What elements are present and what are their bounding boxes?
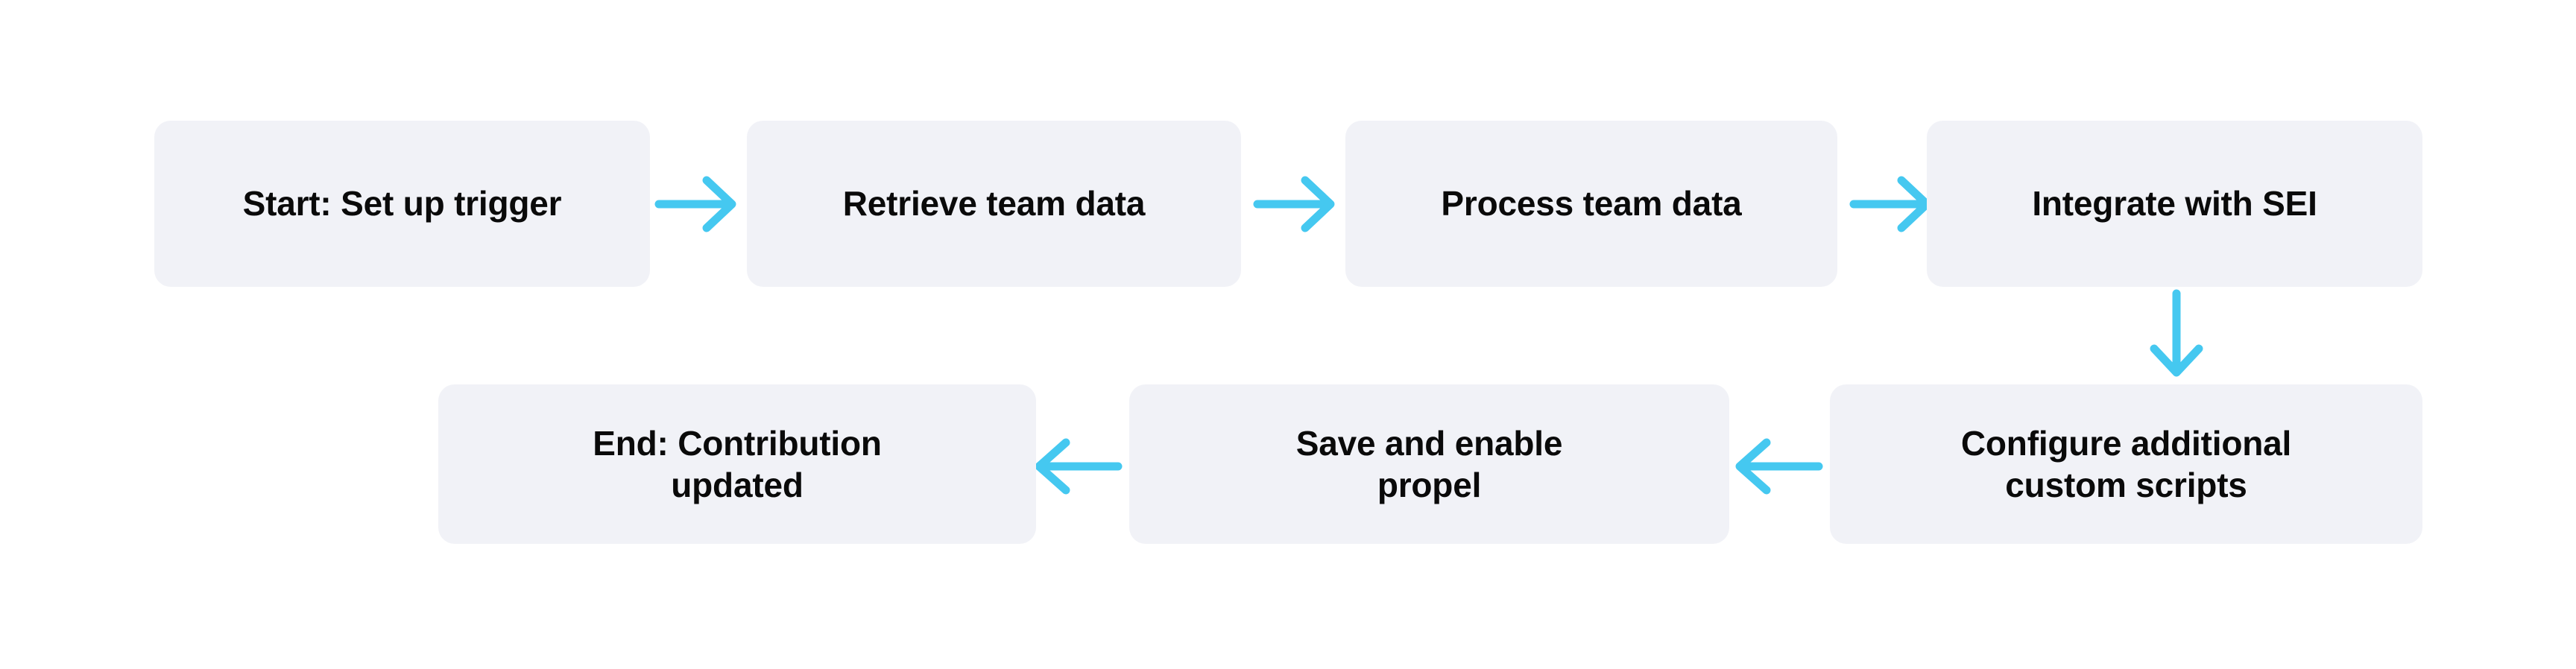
arrow-left-save-to-end-icon (1033, 432, 1123, 501)
flow-node-process-team-data[interactable]: Process team data (1345, 121, 1837, 287)
arrow-right-process-to-integrate-icon (1849, 170, 1934, 238)
flow-node-retrieve-team-data[interactable]: Retrieve team data (747, 121, 1241, 287)
flow-node-start-label: Start: Set up trigger (242, 184, 562, 223)
flow-node-integrate-with-sei[interactable]: Integrate with SEI (1927, 121, 2422, 287)
flow-node-retrieve-team-data-label: Retrieve team data (842, 184, 1146, 223)
flow-node-start[interactable]: Start: Set up trigger (154, 121, 650, 287)
arrow-right-retrieve-to-process-icon (1253, 170, 1338, 238)
flow-node-save-and-enable-propel-label: Save and enable propel (1295, 423, 1563, 504)
arrow-right-start-to-retrieve-icon (654, 170, 739, 238)
arrow-left-configure-to-save-icon (1734, 432, 1823, 501)
flow-node-end-contribution-updated[interactable]: End: Contribution updated (438, 384, 1036, 544)
flow-node-save-and-enable-propel[interactable]: Save and enable propel (1129, 384, 1729, 544)
flow-node-integrate-with-sei-label: Integrate with SEI (2032, 184, 2317, 223)
flow-node-configure-custom-scripts[interactable]: Configure additional custom scripts (1830, 384, 2422, 544)
flow-node-configure-custom-scripts-label: Configure additional custom scripts (1960, 423, 2292, 504)
flow-node-end-contribution-updated-label: End: Contribution updated (593, 423, 882, 504)
flow-node-process-team-data-label: Process team data (1441, 184, 1742, 223)
arrow-down-integrate-to-configure-icon (2141, 289, 2212, 378)
